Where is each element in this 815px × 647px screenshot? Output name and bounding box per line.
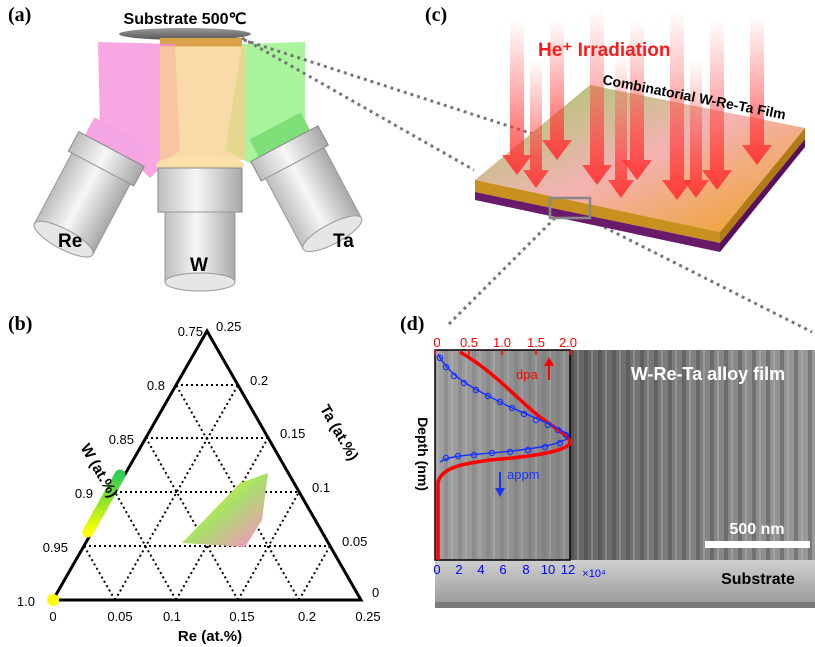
w-tick: 0.8	[147, 378, 165, 393]
ta-tick: 0.2	[250, 373, 268, 388]
ta-tick: 0.05	[342, 534, 367, 549]
tem-profile-figure: 0 0.5 1.0 1.5 2.0 0 2 4 6 8 10 12 ×10⁴ d…	[415, 335, 815, 608]
bottom-tick-label: 12	[561, 562, 575, 577]
w-tick: 0.85	[109, 432, 134, 447]
film-sample	[160, 38, 242, 47]
re-axis-label: Re (at.%)	[178, 628, 242, 645]
re-tick: 0.25	[355, 609, 380, 624]
top-tick-label: 1.0	[493, 335, 511, 350]
panel-b-label: (b)	[8, 313, 33, 335]
panel-c-label: (c)	[425, 4, 448, 26]
panel-a-label: (a)	[8, 4, 32, 26]
re-gun	[33, 117, 148, 258]
panel-d-label: (d)	[400, 313, 425, 335]
bottom-axis-multiplier: ×10⁴	[582, 568, 606, 580]
ta-tick: 0.15	[280, 426, 305, 441]
w-tick: 1.0	[17, 594, 35, 609]
ion-arrows	[502, 10, 772, 200]
re-gun-label: Re	[58, 231, 82, 252]
re-tick: 0.05	[107, 609, 132, 624]
bottom-tick-label: 2	[455, 562, 462, 577]
bottom-tick-label: 10	[541, 562, 555, 577]
tem-substrate-image	[435, 560, 815, 605]
y-axis-label: Depth (nm)	[415, 417, 431, 491]
appm-markers	[436, 354, 570, 462]
bottom-tick-label: 4	[477, 562, 484, 577]
ta-axis-label: Ta (at.%)	[316, 402, 361, 464]
dpa-label: dpa	[516, 367, 538, 382]
ta-tick: 0.25	[216, 319, 241, 334]
w-tick: 0.9	[75, 486, 93, 501]
ta-tick: 0.1	[312, 480, 330, 495]
top-axis-ticks	[434, 350, 571, 355]
ta-gun-label: Ta	[333, 231, 354, 252]
re-tick: 0.2	[298, 609, 316, 624]
substrate-plate	[119, 28, 251, 40]
w-tick: 0.95	[43, 540, 68, 555]
bottom-tick-label: 8	[522, 562, 529, 577]
w-plume	[160, 46, 245, 160]
w-gun-label: W	[190, 255, 208, 276]
zoom-box	[548, 196, 592, 220]
triangle-grid	[83, 384, 331, 601]
substrate-label: Substrate 500℃	[124, 11, 247, 28]
irradiation-illustration: He⁺ Irradiation Combinatorial W-Re-Ta Fi…	[475, 10, 805, 252]
substrate-label: Substrate	[721, 571, 795, 588]
sputter-setup-illustration: Substrate 500℃ Re W Ta	[33, 11, 363, 292]
top-tick-label: 0.5	[460, 335, 478, 350]
ta-tick: 0	[372, 585, 379, 600]
top-tick-label: 0	[433, 335, 440, 350]
top-tick-label: 1.5	[527, 335, 545, 350]
ternary-diagram: 0.75 0.8 0.85 0.9 0.95 1.0 0.25 0.2 0.15…	[17, 319, 381, 645]
scale-bar-label: 500 nm	[729, 521, 784, 538]
re-tick: 0.1	[163, 609, 181, 624]
composition-region-center	[182, 473, 268, 547]
top-tick-label: 2.0	[559, 335, 577, 350]
film-label: W-Re-Ta alloy film	[631, 364, 785, 384]
w-gun	[156, 155, 244, 292]
re-tick: 0	[49, 609, 56, 624]
bottom-tick-label: 6	[499, 562, 506, 577]
dpa-curve	[436, 350, 572, 560]
bottom-tick-label: 0	[433, 562, 440, 577]
re-tick: 0.15	[229, 609, 254, 624]
appm-label: appm	[507, 467, 540, 482]
irradiation-label: He⁺ Irradiation	[538, 40, 671, 61]
pure-w-point	[47, 594, 59, 606]
composition-region-left	[82, 469, 126, 538]
w-tick: 0.75	[178, 324, 203, 339]
film-front-edge	[475, 180, 720, 243]
scale-bar	[705, 541, 810, 548]
ta-gun	[249, 112, 363, 253]
